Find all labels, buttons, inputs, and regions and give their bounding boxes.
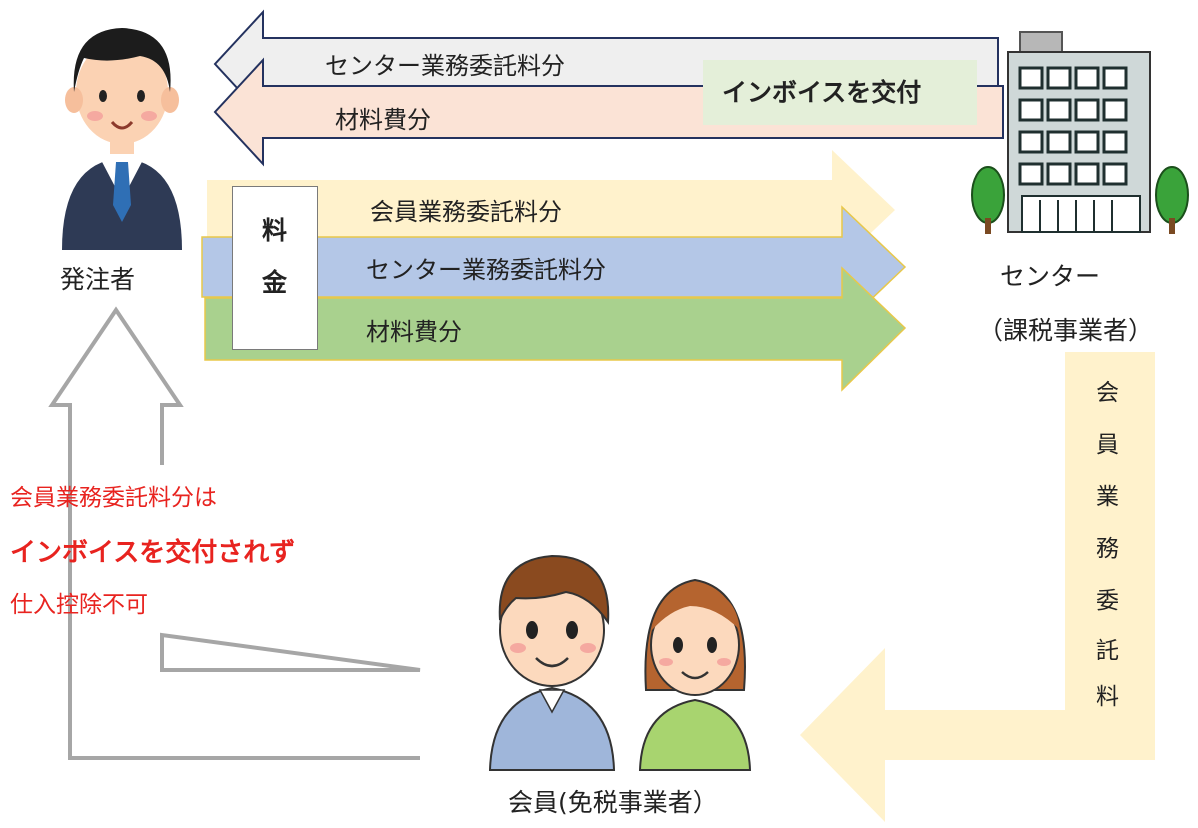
center-label: センター bbox=[1000, 262, 1101, 291]
vertical-char: 務 bbox=[1096, 536, 1119, 562]
members-illustration bbox=[488, 554, 752, 771]
back-center-fee-label: センター業務委託料分 bbox=[325, 52, 565, 80]
vertical-char: 託 bbox=[1096, 638, 1119, 664]
arrow-member-fee-to-members bbox=[800, 352, 1155, 822]
fee-char-2: 金 bbox=[262, 268, 288, 297]
vertical-char: 料 bbox=[1096, 684, 1119, 710]
fee-char-1: 料 bbox=[262, 216, 288, 245]
center-building-illustration bbox=[971, 31, 1189, 234]
note-line-3: 仕入控除不可 bbox=[10, 592, 148, 618]
vertical-char: 会 bbox=[1096, 380, 1119, 406]
orderer-label: 発注者 bbox=[60, 265, 136, 294]
arrow-material bbox=[204, 266, 907, 392]
vertical-char: 委 bbox=[1096, 588, 1119, 614]
back-material-label: 材料費分 bbox=[335, 106, 431, 134]
vertical-char: 員 bbox=[1096, 432, 1119, 458]
center-status-label: （課税事業者） bbox=[978, 316, 1154, 345]
arrow-members-to-orderer bbox=[48, 306, 421, 760]
member-fee-label: 会員業務委託料分 bbox=[370, 198, 562, 226]
center-fee-label: センター業務委託料分 bbox=[366, 256, 606, 284]
members-label: 会員(免税事業者） bbox=[508, 788, 718, 817]
invoice-label-box bbox=[703, 60, 977, 125]
invoice-label: インボイスを交付 bbox=[722, 78, 922, 107]
material-label: 材料費分 bbox=[366, 318, 462, 346]
orderer-illustration bbox=[62, 28, 182, 250]
vertical-char: 業 bbox=[1096, 484, 1119, 510]
note-line-1: 会員業務委託料分は bbox=[10, 485, 217, 511]
fee-box bbox=[232, 186, 318, 350]
note-line-2: インボイスを交付されず bbox=[10, 538, 296, 568]
